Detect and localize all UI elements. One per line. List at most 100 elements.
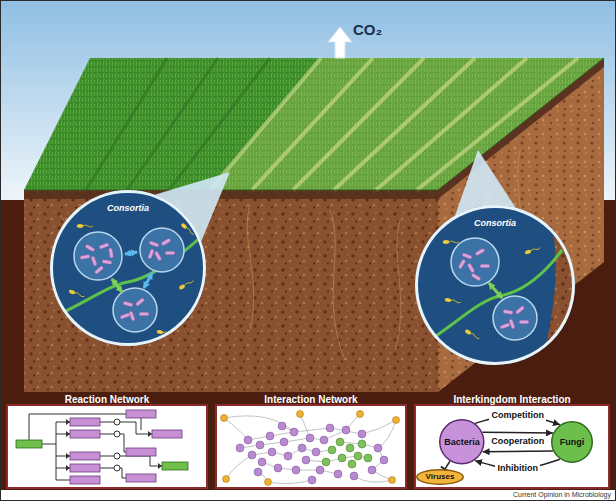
- reaction-network-sketch: [114, 465, 120, 471]
- panel-ground: [6, 404, 610, 489]
- reaction-network-sketch: [70, 464, 100, 472]
- organism-node: Fungi: [551, 421, 593, 463]
- panel-title: Interkingdom Interaction: [453, 394, 570, 406]
- interaction-network-sketch: [268, 448, 276, 456]
- callout-ring: [52, 192, 205, 345]
- consortium-illustration: [85, 244, 95, 252]
- consortium-illustration: [50, 190, 206, 346]
- interaction-network-sketch: [322, 458, 330, 466]
- panel-title: Interaction Network: [264, 394, 357, 406]
- interaction-network-sketch: [221, 415, 228, 422]
- network-panel: Reaction Network: [6, 404, 208, 489]
- interaction-network-sketch: [334, 470, 342, 478]
- consortium-illustration: [120, 313, 131, 320]
- soil-block: [210, 58, 604, 190]
- panel-ground: [414, 404, 610, 489]
- consortium-illustration: [503, 309, 513, 314]
- reaction-network-sketch: [162, 462, 188, 470]
- interaction-network-sketch: [274, 464, 282, 472]
- consortium-illustration: [154, 251, 162, 261]
- interaction-arrow: [445, 461, 450, 469]
- chemical-label: CO₂: [353, 21, 382, 38]
- interaction-network-sketch: [364, 454, 372, 462]
- consortium-illustration: [113, 288, 157, 332]
- callout-ring: [50, 190, 206, 346]
- interaction-arrow: [483, 450, 553, 452]
- consortium-illustration: [500, 323, 511, 330]
- interaction-network-sketch: [342, 426, 350, 434]
- callout-ring: [417, 207, 574, 364]
- consortium-illustration: [123, 301, 134, 307]
- network-panel: Interaction Network: [215, 404, 407, 489]
- interaction-network-sketch: [316, 466, 324, 474]
- interaction-network-sketch: [278, 422, 286, 430]
- soil-block: [24, 58, 604, 190]
- consortium-illustration: [161, 238, 171, 246]
- soil-block: [24, 190, 438, 392]
- panel-ground: [6, 404, 208, 489]
- consortium-illustration: [125, 252, 137, 254]
- interaction-network-sketch: [290, 428, 298, 436]
- soil-block: [24, 58, 604, 190]
- consortium-illustration: [415, 200, 580, 370]
- edge-label: Competition: [489, 410, 546, 421]
- interaction-network-sketch: [338, 454, 346, 462]
- interaction-network-sketch: [236, 444, 244, 452]
- interaction-network-sketch: [224, 414, 396, 484]
- consortium-illustration: [112, 279, 122, 292]
- reaction-network-sketch: [16, 410, 188, 484]
- consortium-illustration: [165, 251, 175, 255]
- consortium-illustration: [471, 273, 481, 281]
- interaction-network-sketch: [326, 424, 334, 432]
- interaction-network-sketch: [258, 458, 266, 466]
- co2-arrow: [328, 27, 352, 58]
- interaction-network-sketch: [248, 451, 256, 459]
- organism-node: Viruses: [416, 469, 464, 485]
- reaction-network-sketch: [114, 419, 120, 425]
- consortium-illustration: [524, 246, 541, 255]
- reaction-network-sketch: [114, 431, 120, 437]
- interaction-network-sketch: [312, 448, 320, 456]
- interaction-network-sketch: [221, 411, 400, 486]
- consortium-illustration: [415, 205, 575, 365]
- reaction-network-sketch: [70, 476, 100, 484]
- organism-shape: [440, 420, 484, 464]
- interaction-network-sketch: [354, 452, 362, 460]
- interaction-arrow: [483, 431, 553, 433]
- organism-shape: [417, 470, 464, 485]
- co2-arrow: [328, 27, 352, 58]
- consortium-illustration: [139, 312, 149, 316]
- consortium-illustration: [135, 297, 145, 306]
- interaction-network-sketch: [346, 444, 354, 452]
- consortium-illustration: [489, 283, 502, 298]
- consortium-illustration: [80, 254, 90, 259]
- consortium-illustration: [475, 248, 485, 256]
- interaction-network-sketch: [256, 441, 264, 449]
- reaction-network-sketch: [70, 418, 100, 426]
- node-label: Bacteria: [444, 437, 480, 448]
- interaction-network-sketch: [358, 430, 366, 438]
- interaction-network-sketch: [223, 476, 230, 483]
- consortium-illustration: [74, 232, 122, 280]
- consortium-illustration: [480, 264, 490, 268]
- consortium-illustration: [148, 249, 155, 260]
- callout-title: Consortia: [107, 203, 149, 214]
- reaction-network-sketch: [126, 448, 156, 456]
- node-label: Fungi: [560, 437, 585, 448]
- consortium-illustration: [519, 320, 529, 324]
- interaction-network-sketch: [221, 411, 400, 486]
- interaction-network-sketch: [348, 460, 356, 468]
- consortium-illustration: [515, 305, 525, 314]
- consortium-callout: Consortia: [415, 205, 575, 365]
- reaction-network-sketch: [66, 419, 162, 471]
- consortium-illustration: [144, 273, 152, 288]
- sky-and-ground: [0, 490, 616, 501]
- soil-block: [24, 190, 438, 199]
- interaction-network-sketch: [302, 456, 310, 464]
- consortium-illustration: [108, 248, 113, 258]
- reaction-network-sketch: [70, 452, 100, 460]
- consortium-illustration: [99, 243, 110, 250]
